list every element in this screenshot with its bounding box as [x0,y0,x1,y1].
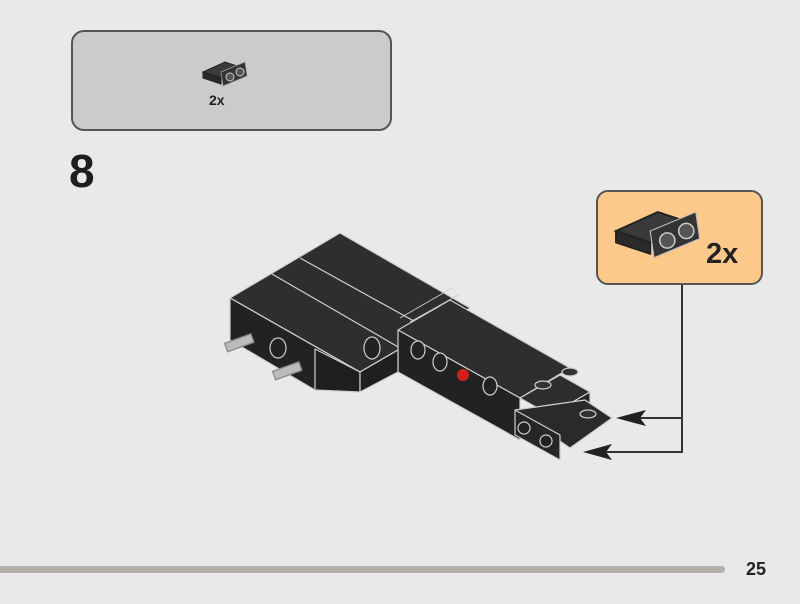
parts-callout: 2x [596,190,763,285]
parts-quantity: 2x [209,92,225,108]
red-pin-icon [457,369,469,381]
page-number: 25 [746,559,767,579]
arrow-icon [583,444,612,460]
parts-list-box: 2x [71,30,392,131]
callout-quantity: 2x [706,238,739,270]
arrow-icon [616,410,646,426]
step-number: 8 [69,145,95,197]
page-progress-bar [0,566,725,573]
bracket-part-icon [613,210,701,259]
bracket-part-icon [201,61,248,87]
